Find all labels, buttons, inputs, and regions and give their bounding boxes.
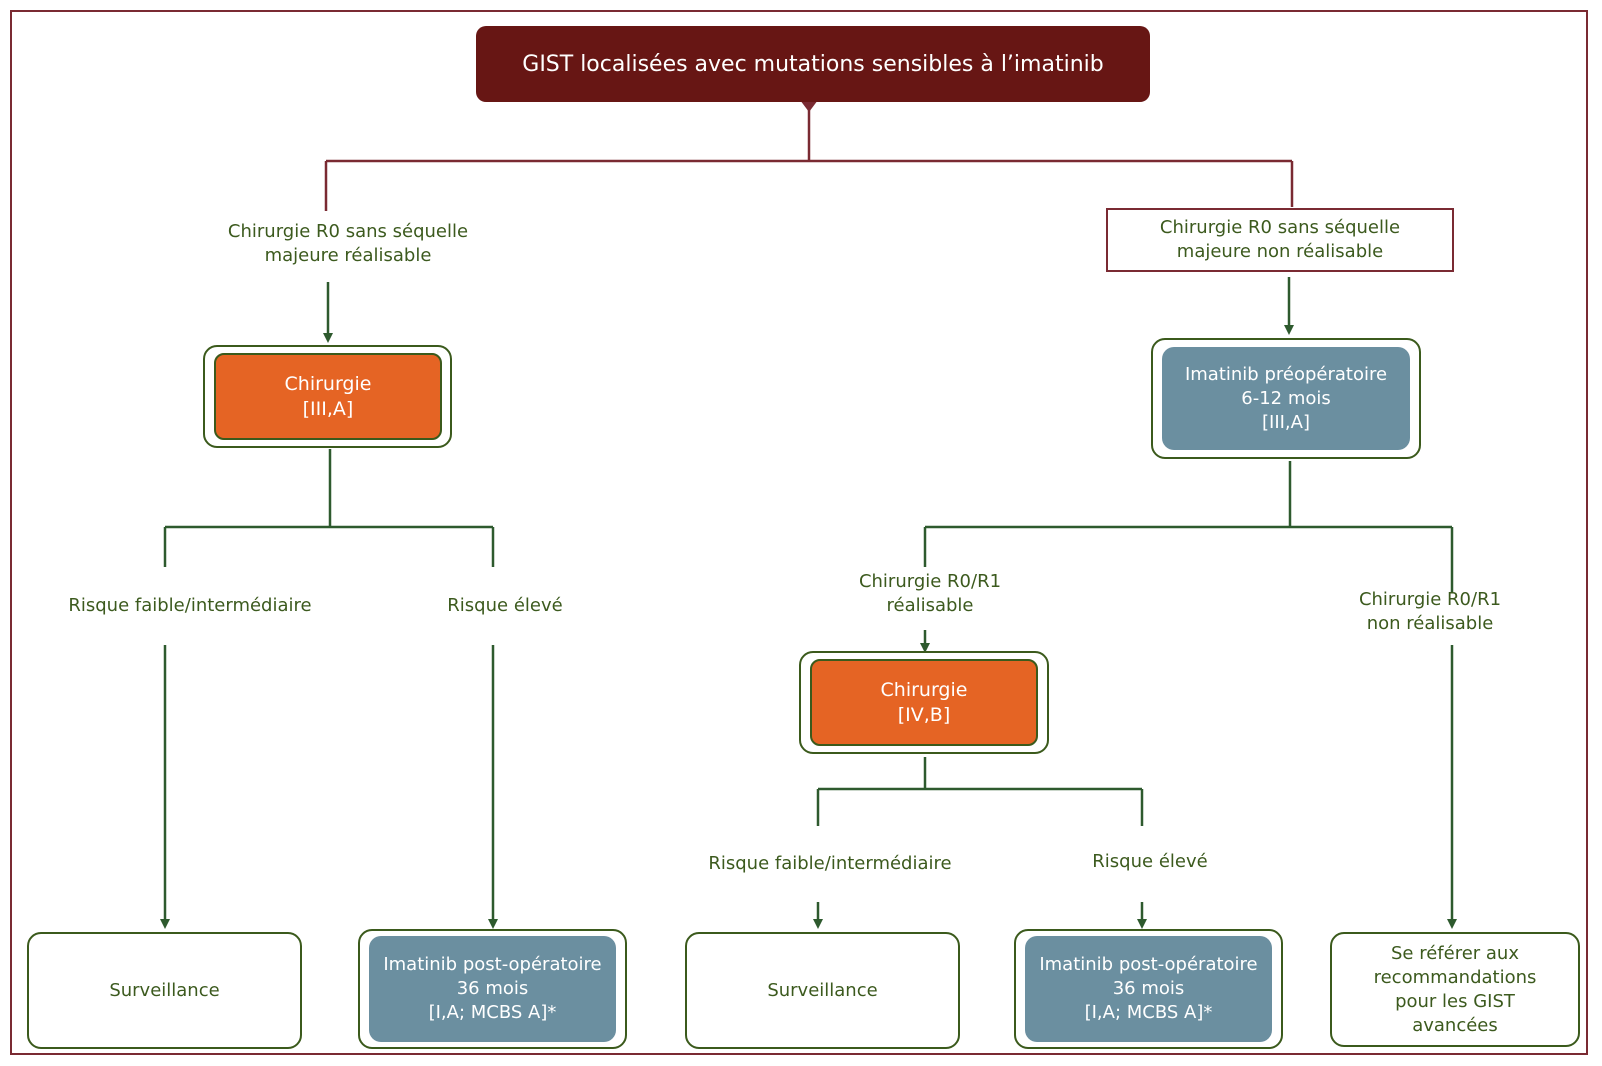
diagram-frame <box>10 10 1588 1055</box>
left-risk-high-label: Risque élevé <box>447 595 563 616</box>
left-surgery-box: Chirurgie [III,A] <box>214 353 442 440</box>
preop-imatinib-box: Imatinib préopératoire 6-12 mois [III,A] <box>1162 347 1410 450</box>
left-postop-box: Imatinib post-opératoire 36 mois [I,A; M… <box>369 936 616 1042</box>
sub-not-feasible-label: Chirurgie R0/R1 non réalisable <box>1358 589 1502 634</box>
left-surveillance-box: Surveillance <box>27 932 302 1049</box>
sub-postop-box: Imatinib post-opératoire 36 mois [I,A; M… <box>1025 936 1272 1042</box>
sub-surgery-box: Chirurgie [IV,B] <box>810 659 1038 746</box>
left-risk-low-label: Risque faible/intermédiaire <box>68 595 312 616</box>
sub-feasible-label: Chirurgie R0/R1 réalisable <box>858 571 1002 616</box>
top-split-connector <box>324 100 1294 211</box>
diagram-title: GIST localisées avec mutations sensibles… <box>476 26 1150 102</box>
advanced-gist-box: Se référer aux recommandations pour les … <box>1330 932 1580 1047</box>
sub-risk-high-label: Risque élevé <box>1092 851 1208 872</box>
sub-risk-low-label: Risque faible/intermédiaire <box>708 853 952 874</box>
left-condition-label: Chirurgie R0 sans séquelle majeure réali… <box>227 221 469 266</box>
right-condition-label: Chirurgie R0 sans séquelle majeure non r… <box>1106 208 1454 272</box>
sub-surveillance-box: Surveillance <box>685 932 960 1049</box>
